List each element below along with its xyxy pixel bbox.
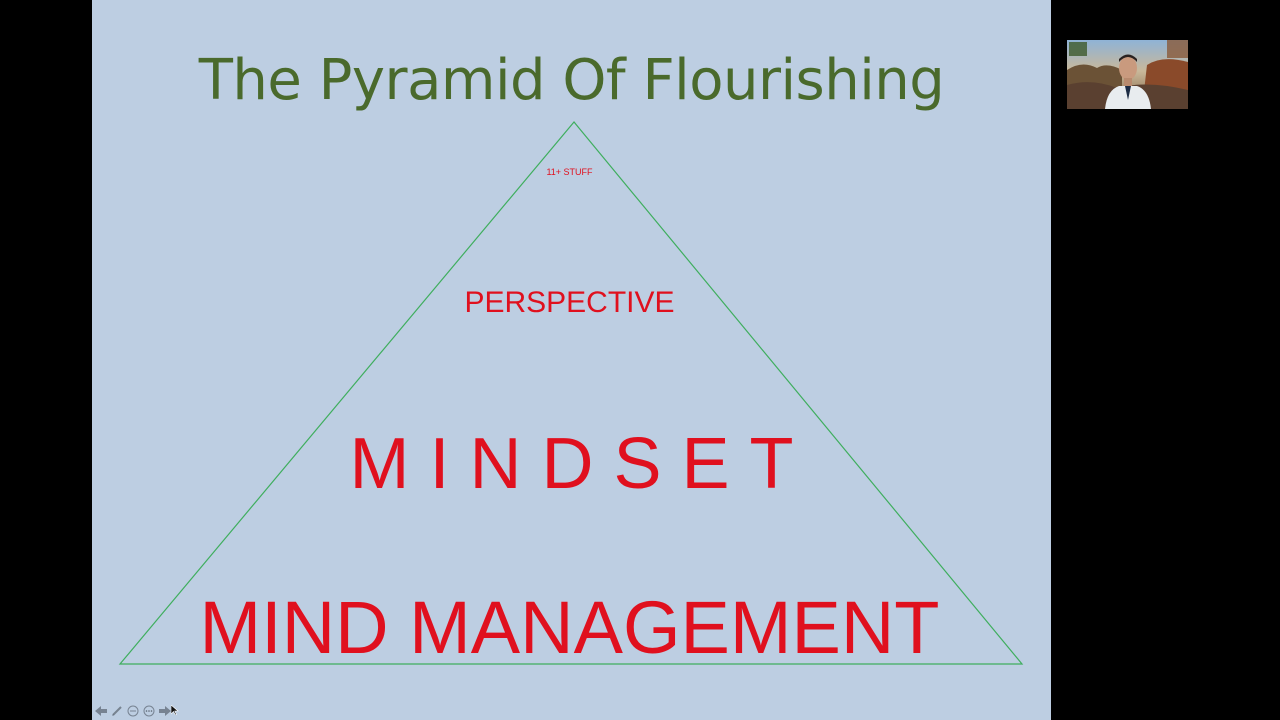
arrow-right-icon[interactable]	[158, 705, 171, 718]
pen-icon[interactable]	[110, 705, 123, 718]
arrow-left-icon[interactable]	[94, 705, 107, 718]
pyramid-tier-base: MIND MANAGEMENT	[199, 586, 940, 669]
slide-show-controls	[94, 704, 171, 718]
pyramid-tier-mindset: MINDSET	[349, 424, 814, 504]
slide-title: The Pyramid Of Flourishing	[198, 48, 945, 113]
mouse-cursor-icon	[171, 705, 179, 715]
presentation-slide: The Pyramid Of Flourishing 11+ STUFF PER…	[92, 0, 1051, 720]
zoom-out-icon[interactable]	[126, 705, 139, 718]
pyramid-tier-perspective: PERSPECTIVE	[464, 286, 675, 319]
more-icon[interactable]	[142, 705, 155, 718]
webcam-video-thumbnail[interactable]	[1067, 40, 1188, 109]
pyramid-outline	[118, 121, 1024, 665]
webcam-person-image	[1067, 40, 1188, 109]
pyramid-tier-top: 11+ STUFF	[546, 167, 593, 177]
